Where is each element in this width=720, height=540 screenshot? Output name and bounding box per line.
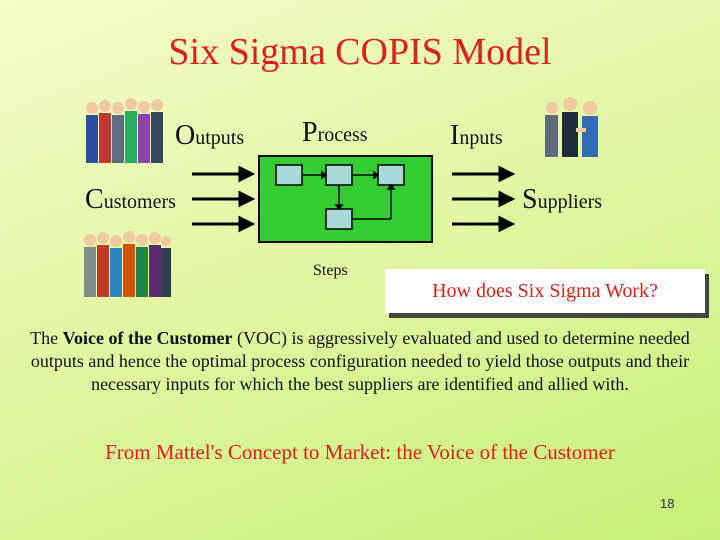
callout-question: How does Six Sigma Work? <box>385 269 705 313</box>
outputs-label: Outputs <box>175 120 245 151</box>
output-arrows <box>192 165 256 233</box>
page-number: 18 <box>660 496 675 511</box>
process-step-4 <box>325 208 353 230</box>
process-step-3 <box>377 164 405 186</box>
process-box <box>258 155 433 243</box>
voc-term: Voice of the Customer <box>62 328 233 348</box>
process-step-2 <box>325 164 353 186</box>
voc-paragraph: The Voice of the Customer (VOC) is aggre… <box>30 328 690 394</box>
input-arrows <box>452 165 516 233</box>
customer-group-bottom-icon <box>84 231 171 297</box>
process-flow-diagram <box>275 164 405 230</box>
steps-label: Steps <box>313 262 348 279</box>
inputs-label: Inputs <box>450 120 503 151</box>
customer-group-top-icon <box>86 98 163 163</box>
suppliers-handshake-icon <box>545 97 598 157</box>
slide-title: Six Sigma COPIS Model <box>168 31 552 73</box>
process-label: Process <box>302 117 368 148</box>
customers-label: Customers <box>85 184 176 215</box>
suppliers-label: Suppliers <box>522 184 603 215</box>
source-caption: From Mattel's Concept to Market: the Voi… <box>105 440 615 464</box>
process-step-1 <box>275 164 303 186</box>
